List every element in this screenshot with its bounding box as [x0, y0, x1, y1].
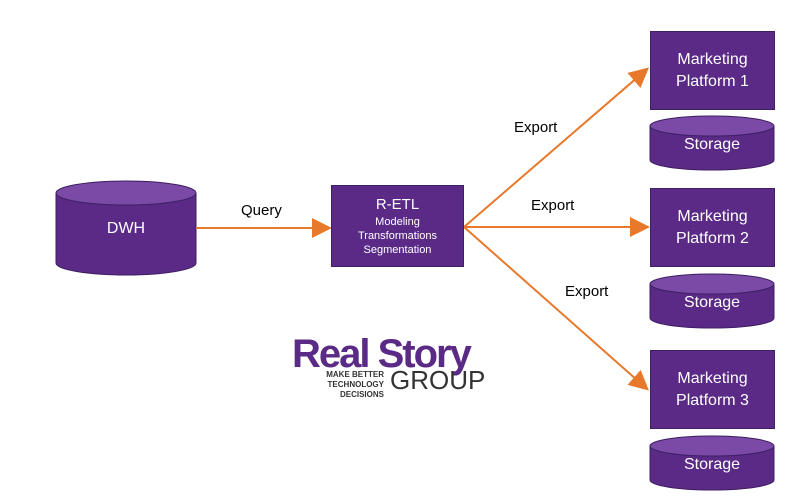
logo-tagline-1: MAKE BETTER — [326, 370, 384, 379]
storage-3-label: Storage — [683, 456, 741, 473]
export-label-3: Export — [565, 283, 609, 300]
dwh-label: DWH — [106, 220, 146, 237]
logo-tagline: MAKE BETTER TECHNOLOGY DECISIONS — [292, 370, 384, 400]
logo-wordmark: Real Story — [292, 332, 472, 376]
platform-3-label: Marketing Platform 3 — [676, 369, 749, 409]
retl-line-transformations: Transformations — [357, 230, 438, 242]
marketing-platform-2: Marketing Platform 2 — [650, 188, 775, 267]
retl-line-modeling: Modeling — [375, 216, 420, 228]
retl-title: R-ETL — [375, 196, 420, 213]
storage-1-label: Storage — [683, 136, 741, 153]
logo-group-text: GROUP — [390, 365, 486, 395]
export-label-1: Export — [514, 119, 558, 136]
logo-tagline-2: TECHNOLOGY DECISIONS — [327, 380, 384, 399]
dwh-cylinder — [55, 180, 197, 276]
retl-box: R-ETL Modeling Transformations Segmentat… — [331, 185, 464, 267]
export-arrow-3 — [463, 226, 649, 391]
retl-line-segmentation: Segmentation — [363, 244, 432, 256]
query-label: Query — [241, 202, 282, 219]
platform-2-label: Marketing Platform 2 — [676, 207, 749, 247]
export-label-2: Export — [531, 197, 575, 214]
storage-2-label: Storage — [683, 294, 741, 311]
marketing-platform-1: Marketing Platform 1 — [650, 31, 775, 110]
storage-cylinder-1 — [649, 115, 775, 171]
platform-1-label: Marketing Platform 1 — [676, 50, 749, 90]
export-arrow-1 — [463, 67, 650, 228]
storage-cylinder-2 — [649, 273, 775, 329]
storage-cylinder-3 — [649, 435, 775, 491]
marketing-platform-3: Marketing Platform 3 — [650, 350, 775, 429]
